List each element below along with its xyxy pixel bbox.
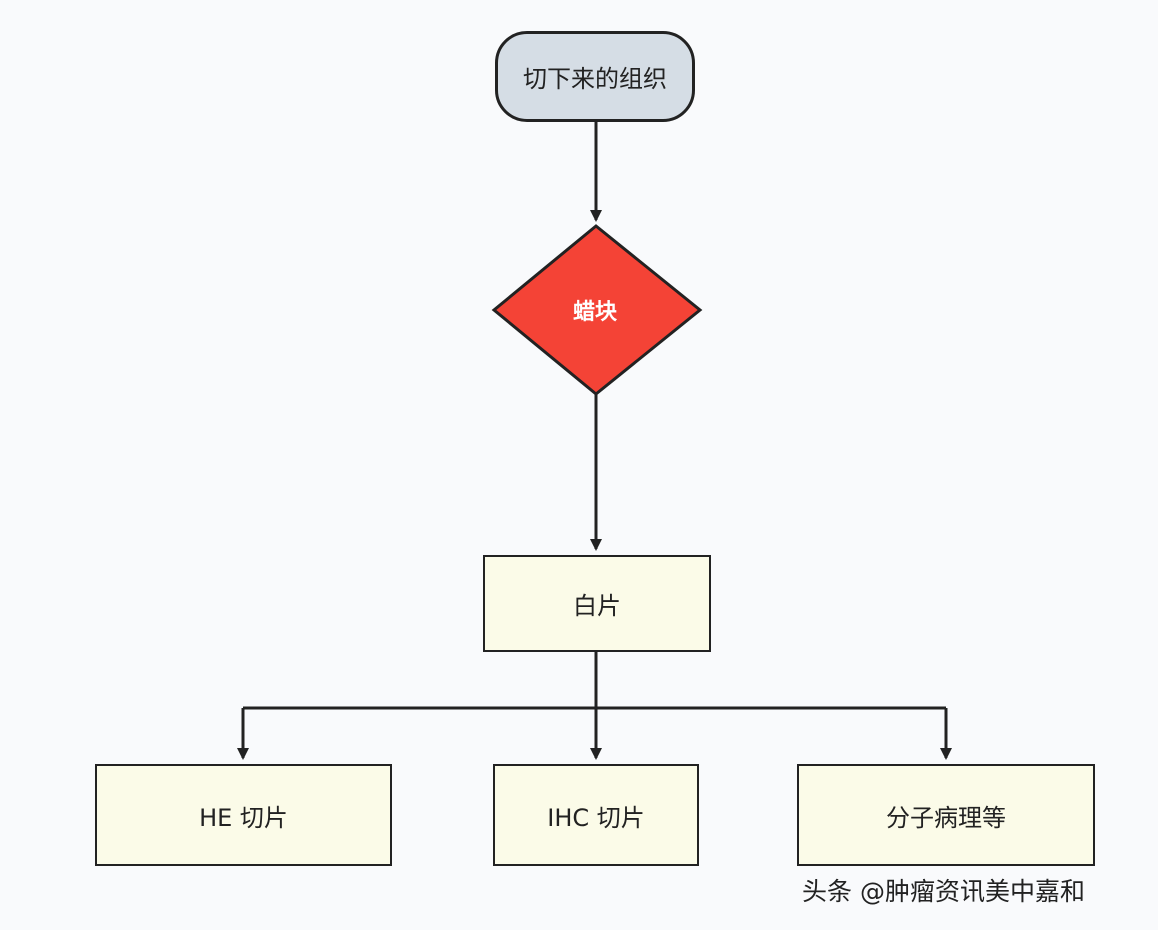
- molecular-pathology-node: 分子病理等: [797, 764, 1095, 866]
- source-watermark: 头条 @肿瘤资讯美中嘉和: [802, 877, 1085, 906]
- start-node-label: 切下来的组织: [523, 65, 667, 93]
- he-slide-node: HE 切片: [95, 764, 392, 866]
- white-slide-label: 白片: [573, 592, 621, 620]
- ihc-slide-node: IHC 切片: [493, 764, 699, 866]
- start-node: 切下来的组织: [495, 31, 695, 122]
- white-slide-node: 白片: [483, 555, 711, 652]
- ihc-slide-label: IHC 切片: [547, 803, 645, 832]
- he-slide-label: HE 切片: [199, 803, 288, 832]
- molecular-pathology-label: 分子病理等: [886, 803, 1006, 832]
- decision-node-label: 蜡块: [572, 300, 617, 325]
